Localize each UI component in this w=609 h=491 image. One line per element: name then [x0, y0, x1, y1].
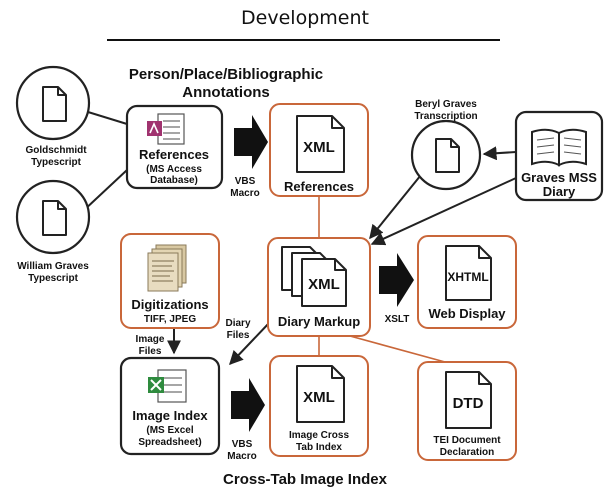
excel-spreadsheet-icon — [148, 369, 187, 403]
goldschmidt-label-1: Goldschmidt — [25, 145, 87, 156]
xslt-arrow: XSLT — [379, 253, 414, 325]
beryl-graves-transcription-node: Beryl Graves Transcription — [410, 99, 482, 191]
tei-label-2: Declaration — [440, 447, 494, 458]
access-database-icon — [147, 113, 185, 145]
vbs-bottom-label-2: Macro — [227, 451, 256, 462]
edge-diary-dtd — [349, 335, 446, 363]
edge-diary-imageindex — [229, 321, 271, 366]
dtd-tag: DTD — [453, 395, 484, 412]
heading-cross-tab: Cross-Tab Image Index — [223, 471, 388, 488]
william-label-2: Typescript — [28, 273, 78, 284]
graves-mss-diary-node: Graves MSS Diary — [514, 110, 604, 202]
graves-mss-label-2: Diary — [543, 184, 576, 199]
beryl-label-2: Transcription — [414, 111, 477, 122]
xhtml-document-icon — [445, 245, 492, 301]
image-files-label-1: Image — [136, 334, 165, 345]
document-icon — [42, 86, 67, 122]
xml-references-tag: XML — [303, 139, 335, 156]
william-graves-typescript-node: William Graves Typescript — [15, 179, 91, 284]
references-access-title: References — [139, 147, 209, 162]
goldschmidt-label-2: Typescript — [31, 157, 81, 168]
document-icon — [435, 138, 460, 173]
diary-markup-node: XML Diary Markup — [267, 237, 371, 337]
diary-files-label-1: Diary — [225, 318, 250, 329]
image-cross-tab-index-node: XML Image Cross Tab Index — [269, 355, 369, 457]
document-icon — [42, 200, 67, 236]
references-access-sub-2: Database) — [150, 175, 198, 186]
edge-goldschmidt-references — [87, 111, 128, 125]
digitizations-title: Digitizations — [131, 297, 208, 312]
block-arrow-icon — [234, 115, 268, 169]
cross-label-2: Tab Index — [296, 442, 342, 453]
open-book-icon — [531, 128, 587, 167]
web-display-label: Web Display — [428, 306, 506, 321]
xml-document-icon — [301, 258, 347, 307]
block-arrow-icon — [231, 378, 265, 432]
edge-mss-beryl — [482, 146, 517, 161]
dtd-document-icon — [445, 371, 492, 429]
image-index-sub-2: Spreadsheet) — [138, 437, 201, 448]
web-xhtml-tag: XHTML — [447, 270, 488, 284]
image-index-excel-node: Image Index (MS Excel Spreadsheet) — [119, 356, 221, 456]
vbs-macro-arrow-bottom: VBS Macro — [227, 378, 265, 462]
vbs-macro-arrow-top: VBS Macro — [230, 115, 268, 199]
graves-mss-label-1: Graves MSS — [521, 170, 597, 185]
vbs-top-label-1: VBS — [235, 176, 256, 187]
references-access-node: References (MS Access Database) — [125, 104, 224, 190]
image-index-box — [119, 356, 221, 456]
heading-annotations-line1: Person/Place/Bibliographic — [129, 66, 323, 83]
vbs-top-label-2: Macro — [230, 188, 259, 199]
diary-xml-tag: XML — [308, 276, 340, 293]
edge-beryl-diary — [369, 169, 426, 240]
scanned-pages-icon — [147, 244, 187, 292]
digitizations-sub: TIFF, JPEG — [144, 314, 196, 325]
diary-markup-label: Diary Markup — [278, 314, 360, 329]
references-access-sub-1: (MS Access — [146, 164, 202, 175]
xml-references-node: XML References — [269, 103, 369, 197]
william-label-1: William Graves — [17, 261, 89, 272]
cross-label-1: Image Cross — [289, 430, 349, 441]
page-title: Development — [241, 7, 369, 29]
web-display-node: XHTML Web Display — [417, 235, 517, 329]
tei-label-1: TEI Document — [433, 435, 501, 446]
edge-mss-diary — [370, 177, 517, 246]
cross-xml-tag: XML — [303, 389, 335, 406]
xml-document-icon — [296, 115, 345, 173]
image-index-sub-1: (MS Excel — [146, 425, 193, 436]
block-arrow-icon — [379, 253, 414, 307]
tei-document-declaration-node: DTD TEI Document Declaration — [417, 361, 517, 461]
heading-annotations-line2: Annotations — [182, 84, 270, 101]
vbs-bottom-label-1: VBS — [232, 439, 253, 450]
goldschmidt-typescript-node: Goldschmidt Typescript — [15, 65, 91, 168]
xslt-label: XSLT — [385, 314, 410, 325]
image-files-label-2: Files — [139, 346, 162, 357]
edge-william-references — [81, 169, 128, 213]
xml-document-icon — [296, 365, 345, 423]
beryl-label-1: Beryl Graves — [415, 99, 477, 110]
diary-files-label-2: Files — [227, 330, 250, 341]
digitizations-node: Digitizations TIFF, JPEG — [120, 233, 220, 329]
xml-references-label: References — [284, 179, 354, 194]
image-index-title: Image Index — [132, 408, 208, 423]
